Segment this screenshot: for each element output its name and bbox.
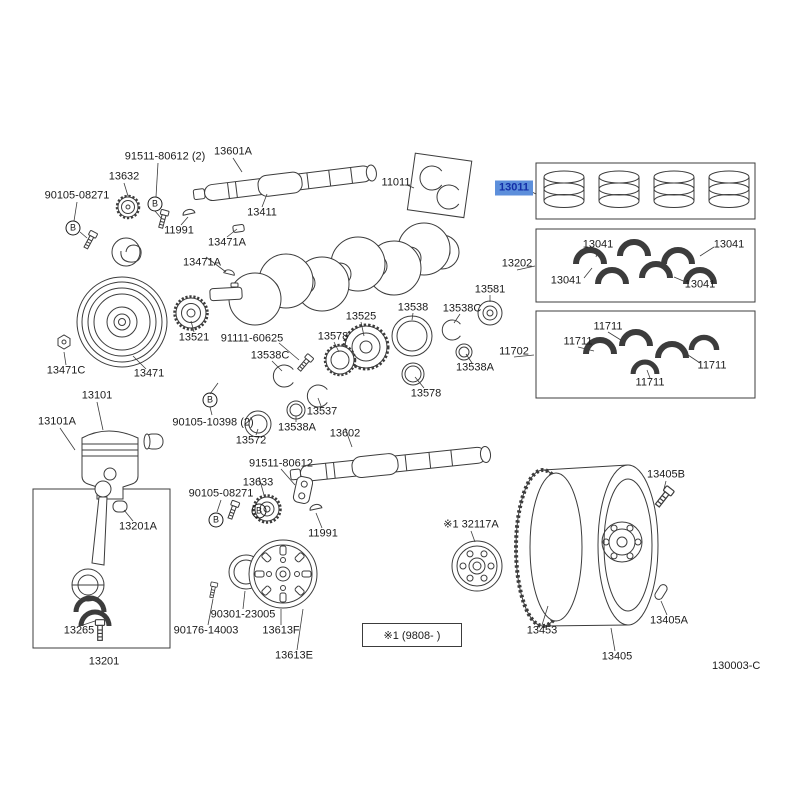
part-label-13601A[interactable]: 13601A — [214, 145, 252, 158]
part-label-13471[interactable]: 13471 — [133, 367, 165, 380]
part-label-13011[interactable]: 13011 — [495, 180, 533, 196]
part-label-13201A[interactable]: 13201A — [119, 520, 157, 533]
flexplate — [451, 540, 503, 592]
pulley-bolt — [57, 334, 71, 350]
footnote-text: ※1 (9808- ) — [383, 629, 441, 642]
part-label-91511-80612[interactable]: 91511-80612 — [248, 457, 314, 470]
figure-code: 130003-C — [712, 660, 761, 672]
bolt-marker: B — [202, 392, 218, 408]
crank-timing-gear — [173, 295, 209, 331]
part-label-11711[interactable]: 11711 — [563, 335, 593, 348]
part-label-13613F[interactable]: 13613F — [262, 624, 300, 637]
part-label-13471A[interactable]: 13471A — [208, 236, 246, 249]
part-label-13525[interactable]: 13525 — [345, 310, 377, 323]
part-label-13405[interactable]: 13405 — [601, 650, 633, 663]
part-label-13202[interactable]: 13202 — [501, 257, 533, 270]
part-label-11991[interactable]: 11991 — [308, 527, 338, 540]
part-label-11011[interactable]: 11011 — [381, 176, 411, 189]
part-label-91111-60625[interactable]: 91111-60625 — [220, 332, 284, 345]
part-label-13538A[interactable]: 13538A — [278, 421, 316, 434]
part-label-13578[interactable]: 13578 — [410, 387, 442, 400]
part-label-91511-80612-2-[interactable]: 91511-80612 (2) — [124, 150, 206, 163]
bolt-marker: B — [208, 512, 224, 528]
part-label-13041[interactable]: 13041 — [684, 278, 716, 291]
part-label-13471C[interactable]: 13471C — [46, 364, 86, 377]
part-label--1-32117A[interactable]: ※1 32117A — [443, 518, 499, 531]
part-label-13572[interactable]: 13572 — [235, 434, 267, 447]
part-label-11991[interactable]: 11991 — [164, 224, 194, 237]
part-label-13538[interactable]: 13538 — [397, 301, 429, 314]
part-label-13411[interactable]: 13411 — [247, 206, 277, 219]
part-label-13471A[interactable]: 13471A — [183, 256, 221, 269]
spiral-cam — [111, 237, 142, 267]
callout-boxes — [32, 152, 756, 649]
part-label-90301-23005[interactable]: 90301-23005 — [210, 608, 276, 621]
part-label-13602[interactable]: 13602 — [329, 427, 361, 440]
part-label-13101A[interactable]: 13101A — [38, 415, 76, 428]
shaft-drive-gear — [115, 194, 141, 220]
part-label-13538C[interactable]: 13538C — [250, 349, 290, 362]
flywheel-pin — [654, 584, 668, 600]
part-label-13405B[interactable]: 13405B — [647, 468, 685, 481]
part-label-11711[interactable]: 11711 — [635, 376, 665, 389]
gear-ring-cluster — [244, 300, 503, 438]
piston-ring-sets — [543, 170, 750, 208]
part-label-13101[interactable]: 13101 — [81, 389, 113, 402]
part-label-13041[interactable]: 13041 — [550, 274, 582, 287]
bolt-marker: B — [251, 503, 267, 519]
part-label-13538C[interactable]: 13538C — [442, 302, 482, 315]
part-label-90105-08271[interactable]: 90105-08271 — [44, 189, 110, 202]
crankshaft-pulley — [76, 276, 168, 368]
part-label-11711[interactable]: 11711 — [697, 359, 727, 372]
part-label-11702[interactable]: 11702 — [499, 345, 529, 358]
retainer-plate — [292, 476, 314, 504]
bolt-marker: B — [65, 220, 81, 236]
part-label-13633[interactable]: 13633 — [242, 476, 274, 489]
part-label-13453[interactable]: 13453 — [526, 624, 558, 637]
part-label-13201[interactable]: 13201 — [88, 655, 120, 668]
part-label-13538A[interactable]: 13538A — [456, 361, 494, 374]
part-label-90176-14003[interactable]: 90176-14003 — [173, 624, 239, 637]
leader-lines — [59, 157, 715, 652]
piston-rod-assembly — [71, 430, 164, 641]
balance-shaft-rear — [289, 446, 492, 482]
balance-shaft-front — [192, 164, 377, 202]
crankshaft — [209, 222, 460, 326]
part-label-13578[interactable]: 13578 — [317, 330, 349, 343]
part-label-13405A[interactable]: 13405A — [650, 614, 688, 627]
part-label-13613E[interactable]: 13613E — [275, 649, 313, 662]
part-label-13521[interactable]: 13521 — [178, 331, 210, 344]
part-label-13041[interactable]: 13041 — [713, 238, 745, 251]
crank-thrust-washers — [419, 165, 460, 210]
pulser-plate — [248, 539, 318, 609]
part-label-11711[interactable]: 11711 — [593, 320, 623, 333]
part-label-13537[interactable]: 13537 — [306, 405, 338, 418]
bolt-marker: B — [147, 196, 163, 212]
flywheel — [514, 464, 659, 628]
part-label-13041[interactable]: 13041 — [582, 238, 614, 251]
part-label-13265[interactable]: 13265 — [63, 624, 95, 637]
footnote-box: ※1 (9808- ) — [362, 623, 462, 647]
part-label-90105-08271[interactable]: 90105-08271 — [188, 487, 254, 500]
part-label-13581[interactable]: 13581 — [474, 283, 506, 296]
part-label-13632[interactable]: 13632 — [108, 170, 140, 183]
part-label-90105-10398-2-[interactable]: 90105-10398 (2) — [172, 416, 254, 429]
